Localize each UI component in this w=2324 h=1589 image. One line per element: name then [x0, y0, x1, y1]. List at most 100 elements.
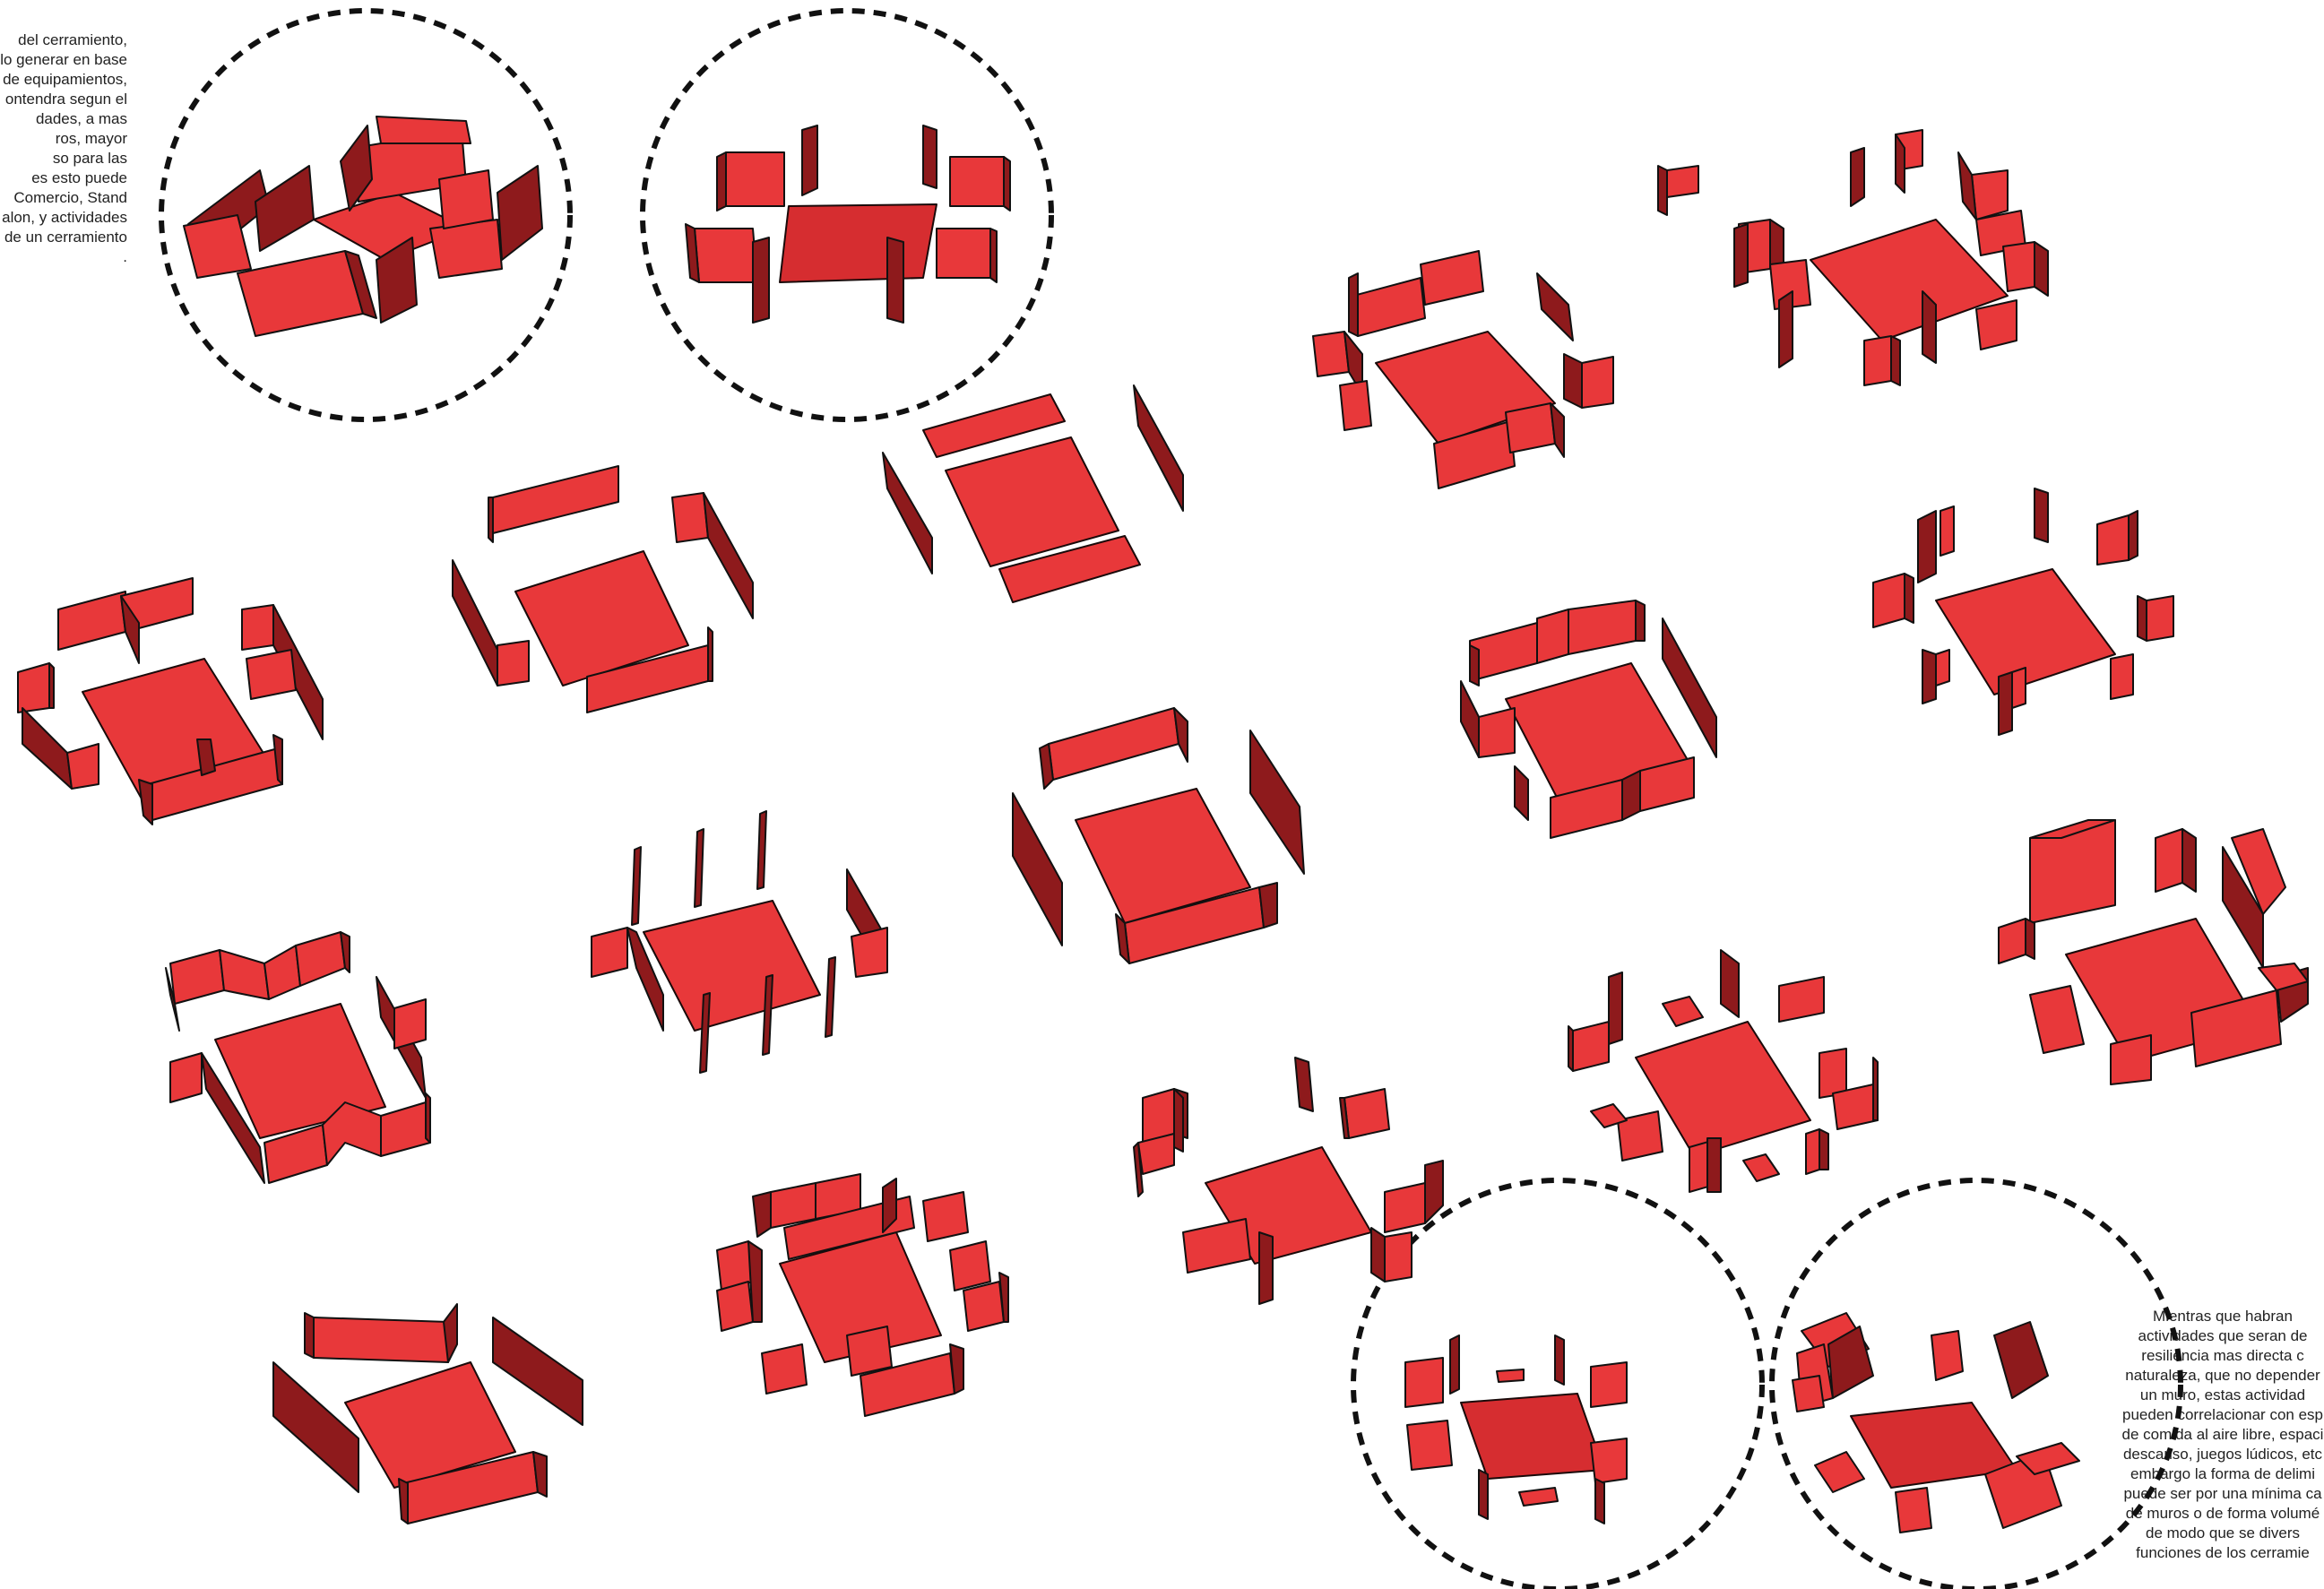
wall	[1479, 708, 1515, 757]
wall	[1450, 1335, 1459, 1394]
wall	[695, 229, 757, 282]
wall	[1976, 300, 2017, 350]
wall	[238, 251, 363, 336]
wall	[1958, 152, 1976, 220]
wall	[488, 497, 493, 542]
wall	[453, 560, 497, 686]
wall	[2182, 829, 2196, 892]
slabs	[82, 193, 2259, 1488]
wall	[672, 493, 708, 542]
wall	[1922, 650, 1936, 704]
wall	[632, 847, 641, 925]
wall	[18, 663, 49, 712]
wall	[1636, 600, 1645, 641]
wall	[825, 957, 835, 1037]
wall	[923, 1192, 968, 1241]
wall	[1622, 771, 1640, 820]
wall	[757, 811, 766, 889]
wall	[1743, 1154, 1779, 1181]
wall	[1004, 157, 1010, 211]
wall	[1405, 1358, 1443, 1407]
wall	[1497, 1369, 1524, 1382]
wall	[753, 1192, 771, 1237]
wall	[246, 650, 296, 699]
wall	[1815, 1452, 1864, 1492]
wall	[1385, 1183, 1425, 1232]
wall	[2156, 829, 2182, 892]
wall	[1707, 1138, 1721, 1192]
wall	[493, 1317, 583, 1425]
wall	[170, 950, 224, 1004]
wall	[851, 928, 887, 977]
wall	[1779, 977, 1824, 1022]
wall	[2026, 919, 2035, 959]
wall	[1591, 1438, 1627, 1483]
wall	[1555, 1335, 1564, 1385]
wall	[1931, 1331, 1963, 1380]
wall	[1806, 1129, 1819, 1174]
wall	[1658, 166, 1667, 215]
wall	[1313, 332, 1349, 376]
wall	[1470, 623, 1537, 681]
slab	[780, 204, 937, 282]
wall	[1537, 609, 1568, 663]
wall	[1972, 170, 2008, 220]
wall	[1421, 251, 1483, 305]
wall	[1573, 1022, 1609, 1071]
slab	[644, 901, 820, 1031]
wall	[1864, 336, 1891, 385]
wall	[2097, 515, 2129, 565]
wall	[1922, 291, 1936, 363]
wall	[1873, 1058, 1878, 1120]
wall	[1183, 1219, 1250, 1273]
wall	[139, 780, 152, 825]
wall	[1049, 708, 1179, 780]
wall	[704, 493, 753, 618]
wall	[376, 117, 471, 143]
wall	[887, 237, 903, 323]
wall	[1250, 730, 1304, 874]
wall	[1013, 793, 1062, 946]
wall	[1174, 1089, 1183, 1152]
wall	[394, 999, 426, 1049]
wall	[439, 170, 493, 229]
wall	[1568, 1026, 1573, 1071]
wall	[2111, 1035, 2151, 1084]
wall	[1134, 385, 1183, 511]
wall	[1994, 1322, 2048, 1398]
wall	[314, 1317, 448, 1362]
wall	[1568, 600, 1636, 654]
wall	[708, 627, 713, 681]
wall	[220, 950, 269, 999]
wall	[497, 641, 529, 686]
wall	[426, 1093, 430, 1143]
slab	[1636, 1022, 1810, 1156]
wall	[726, 152, 784, 206]
wall	[49, 663, 54, 708]
wall	[255, 166, 314, 251]
wall	[1564, 354, 1582, 408]
wall	[1479, 1470, 1488, 1519]
wall	[1663, 997, 1703, 1026]
wall	[1793, 1376, 1824, 1412]
wall	[753, 237, 769, 323]
wall	[1999, 672, 2012, 735]
wall	[1353, 278, 1425, 336]
wall	[1833, 1084, 1878, 1129]
wall	[242, 605, 273, 650]
wall	[1519, 1488, 1558, 1506]
wall	[264, 946, 300, 999]
wall	[883, 453, 932, 574]
wall	[923, 125, 937, 188]
wall	[2147, 596, 2173, 641]
wall	[1940, 506, 1954, 556]
wall	[67, 744, 99, 789]
wall	[1385, 1232, 1412, 1282]
wall	[1340, 381, 1371, 430]
wall	[2012, 668, 2026, 708]
wall	[1515, 766, 1528, 820]
wall	[58, 592, 125, 650]
wall	[305, 1313, 314, 1358]
wall	[695, 829, 704, 907]
